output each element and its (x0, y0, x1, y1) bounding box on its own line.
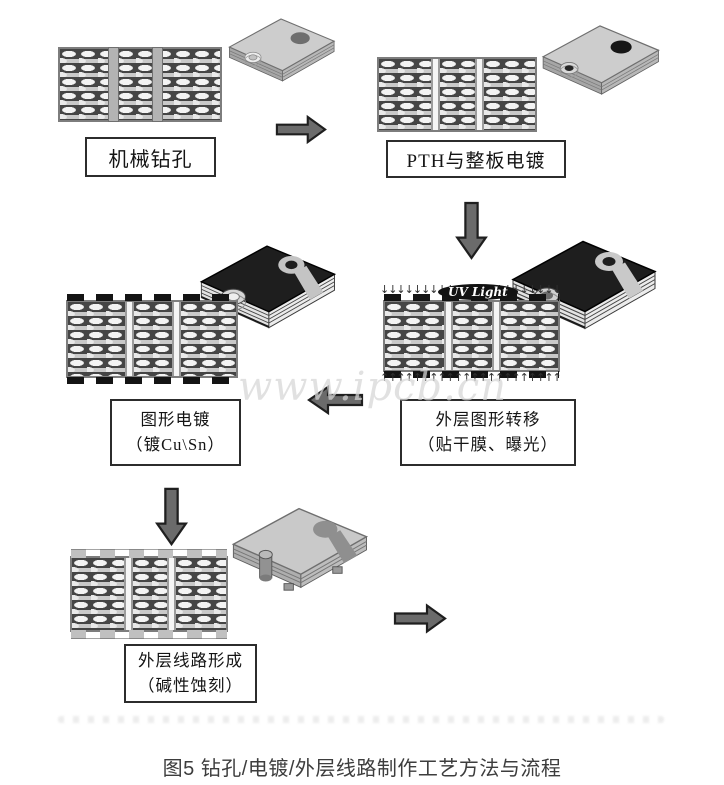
cross-section-etched (70, 549, 228, 639)
arrow-down-1 (451, 201, 492, 260)
pcb-layers (60, 49, 220, 120)
label-text: （镀Cu\Sn） (126, 434, 225, 454)
pcb-layers (484, 59, 535, 130)
tin-resist-bottom (67, 377, 237, 384)
plated-hole-wall (431, 59, 441, 130)
arrow-right-1 (274, 113, 328, 146)
label-text: 外层线路形成 (138, 650, 243, 670)
plated-hole-wall (492, 302, 502, 370)
outer-trace-tabs-top (71, 549, 227, 558)
pcb-layers (133, 302, 172, 376)
board3d-plated (535, 18, 665, 102)
pcb-layers (379, 59, 432, 130)
plated-hole-wall (443, 302, 453, 370)
plated-hole-wall (475, 59, 485, 130)
cross-section-pth (377, 57, 537, 132)
outer-trace-tabs-bottom (71, 630, 227, 639)
label-box-drill: 机械钻孔 (85, 137, 216, 177)
faint-artifact-row (58, 716, 664, 723)
figure-caption: 图5 钻孔/电镀/外层线路制作工艺方法与流程 (162, 758, 562, 780)
uv-light-badge: UV Light (438, 284, 518, 300)
drill-hole (152, 47, 163, 122)
label-text: （碱性蚀刻） (138, 675, 243, 695)
plated-hole-wall (124, 302, 134, 376)
uv-rays-bottom (380, 371, 562, 385)
pcb-layers (180, 302, 236, 376)
label-box-pth: PTH与整板电镀 (386, 140, 566, 178)
plated-hole-wall (171, 302, 181, 376)
label-text: （贴干膜、曝光） (418, 434, 558, 454)
cross-section-drilled (58, 47, 222, 122)
board3d-drilled (222, 12, 340, 88)
arrow-down-2 (151, 486, 192, 547)
pcb-layers (452, 302, 493, 370)
pcb-layers (68, 302, 125, 376)
label-box-transfer: 外层图形转移 （贴干膜、曝光） (400, 399, 576, 466)
pcb-layers (176, 558, 226, 630)
arrow-left-1 (305, 384, 365, 416)
label-box-plate: 图形电镀 （镀Cu\Sn） (110, 399, 241, 466)
tin-resist-top (67, 294, 237, 301)
pcb-layers (132, 558, 168, 630)
plated-hole-wall (167, 558, 177, 630)
label-text: 图形电镀 (140, 409, 211, 429)
arrow-right-2 (392, 601, 448, 636)
pcb-layers (440, 59, 476, 130)
label-text: 机械钻孔 (108, 148, 193, 171)
plated-hole-wall (123, 558, 133, 630)
label-box-etch: 外层线路形成 （碱性蚀刻） (124, 644, 257, 703)
pcb-layers (72, 558, 124, 630)
drill-hole (108, 47, 119, 122)
cross-section-pattern-plated (66, 294, 238, 384)
label-text: PTH与整板电镀 (406, 150, 546, 172)
label-text: 外层图形转移 (435, 409, 541, 429)
board3d-etched (224, 498, 374, 598)
pcb-layers (501, 302, 558, 370)
cross-section-transfer (383, 294, 560, 378)
pcb-layers (385, 302, 444, 370)
